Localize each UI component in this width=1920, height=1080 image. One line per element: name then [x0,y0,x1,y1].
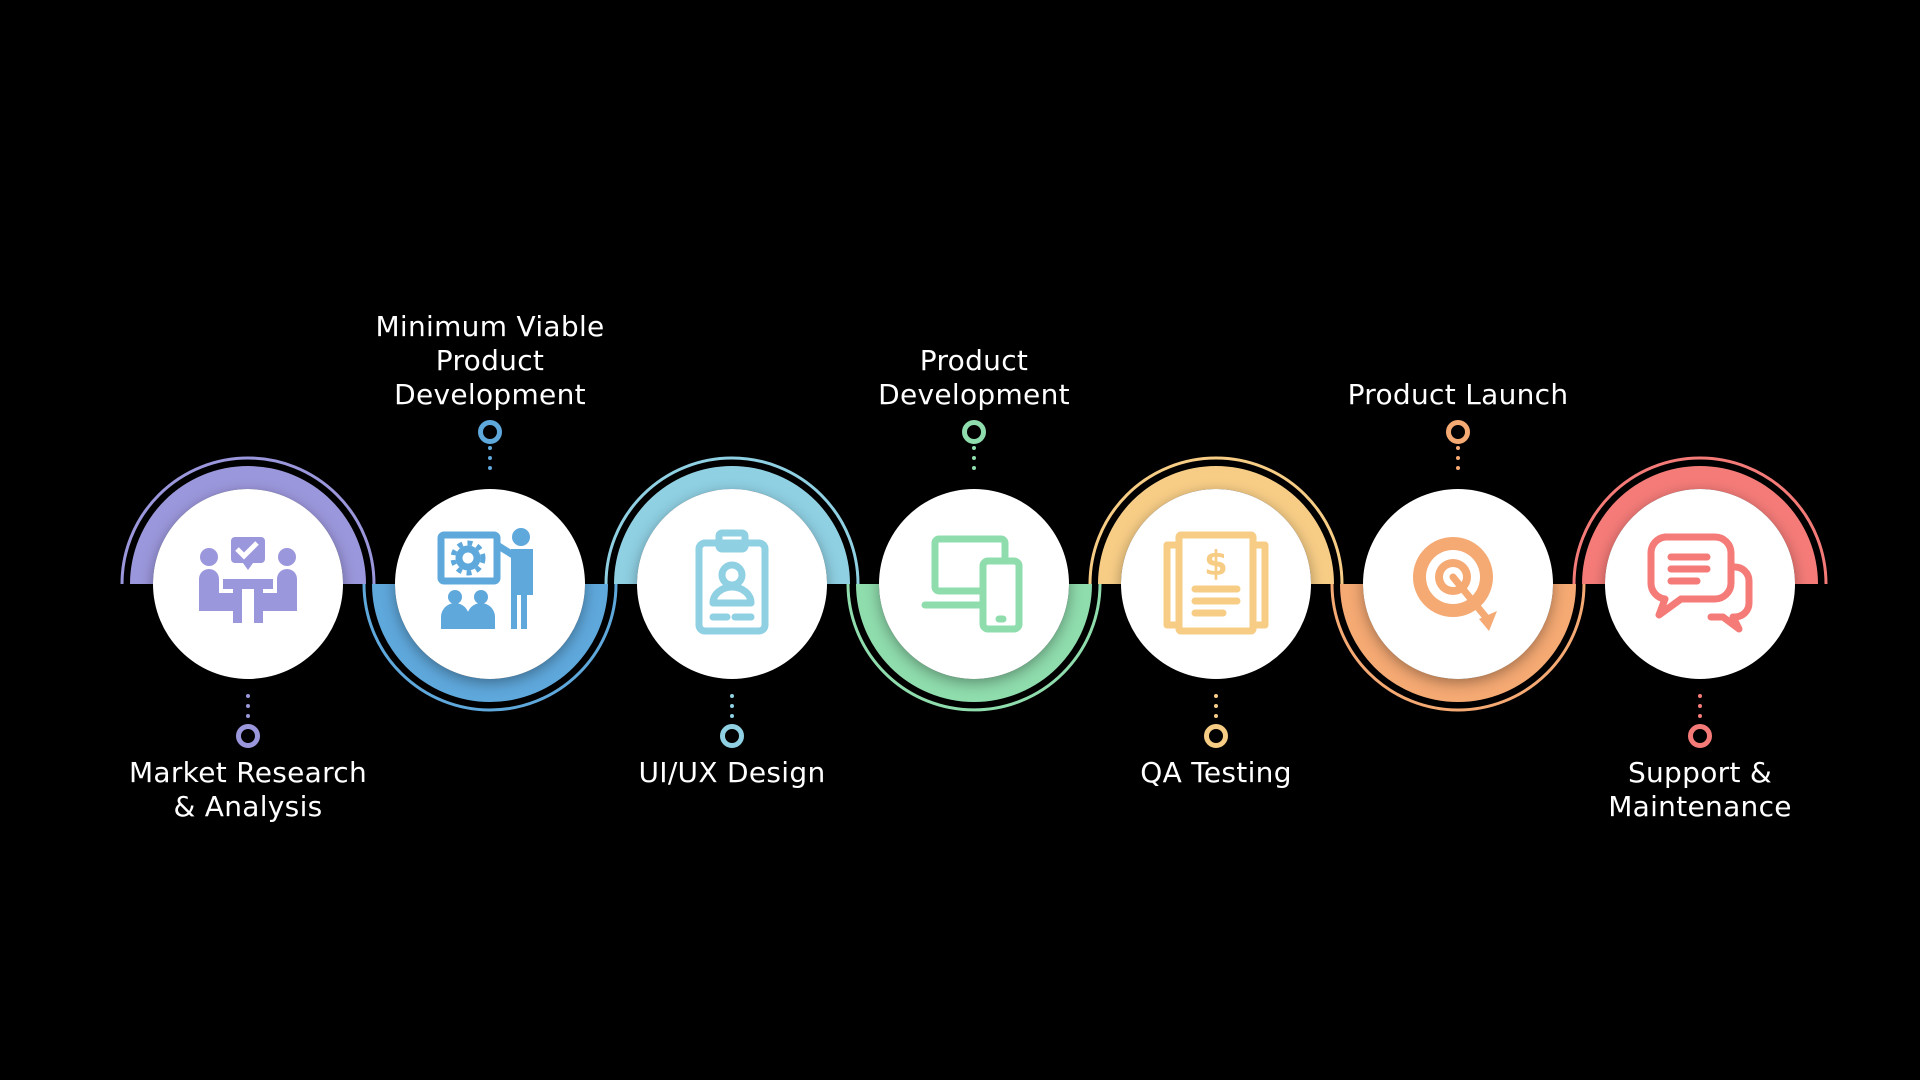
step-node-4 [879,489,1069,679]
step-node-5: $ [1121,489,1311,679]
step-marker-5 [1204,724,1228,748]
arc-band-4 [856,584,1092,702]
step-connector-7 [1698,694,1702,724]
step-node-6 [1363,489,1553,679]
step-label-4: Product Development [878,344,1070,411]
step-node-1 [153,489,343,679]
step-label-1: Market Research & Analysis [128,756,368,823]
arc-outline-5 [1088,456,1344,585]
step-marker-7 [1688,724,1712,748]
step-label-5: QA Testing [1140,756,1292,789]
step-connector-2 [488,446,492,476]
arc-band-5 [1098,466,1334,584]
step-marker-3 [720,724,744,748]
team-meeting-icon [193,527,303,641]
arc-outline-2 [362,583,618,712]
step-label-2: Minimum Viable Product Development [375,310,605,411]
arc-outline-3 [604,456,860,585]
arc-outline-7 [1572,456,1828,585]
step-marker-1 [236,724,260,748]
step-node-3 [637,489,827,679]
arc-outline-1 [120,456,376,585]
step-connector-6 [1456,446,1460,476]
step-label-3: UI/UX Design [638,756,826,789]
arc-outline-4 [846,583,1102,712]
step-connector-1 [246,694,250,724]
arc-band-3 [614,466,850,584]
presentation-icon [435,527,545,641]
svg-text:$: $ [1204,544,1228,584]
invoice-icon: $ [1161,527,1271,641]
arc-band-7 [1582,466,1818,584]
devices-icon [919,527,1029,641]
step-label-7: Support & Maintenance [1608,756,1792,823]
step-marker-4 [962,420,986,444]
arc-band-1 [130,466,366,584]
target-icon [1403,527,1513,641]
step-connector-5 [1214,694,1218,724]
step-label-6: Product Launch [1347,378,1569,411]
step-connector-4 [972,446,976,476]
id-badge-icon [677,527,787,641]
step-marker-2 [478,420,502,444]
step-node-2 [395,489,585,679]
arc-outline-6 [1330,583,1586,712]
step-marker-6 [1446,420,1470,444]
chat-bubbles-icon [1645,527,1755,641]
step-connector-3 [730,694,734,724]
arc-band-6 [1340,584,1576,702]
arc-band-2 [372,584,608,702]
step-node-7 [1605,489,1795,679]
